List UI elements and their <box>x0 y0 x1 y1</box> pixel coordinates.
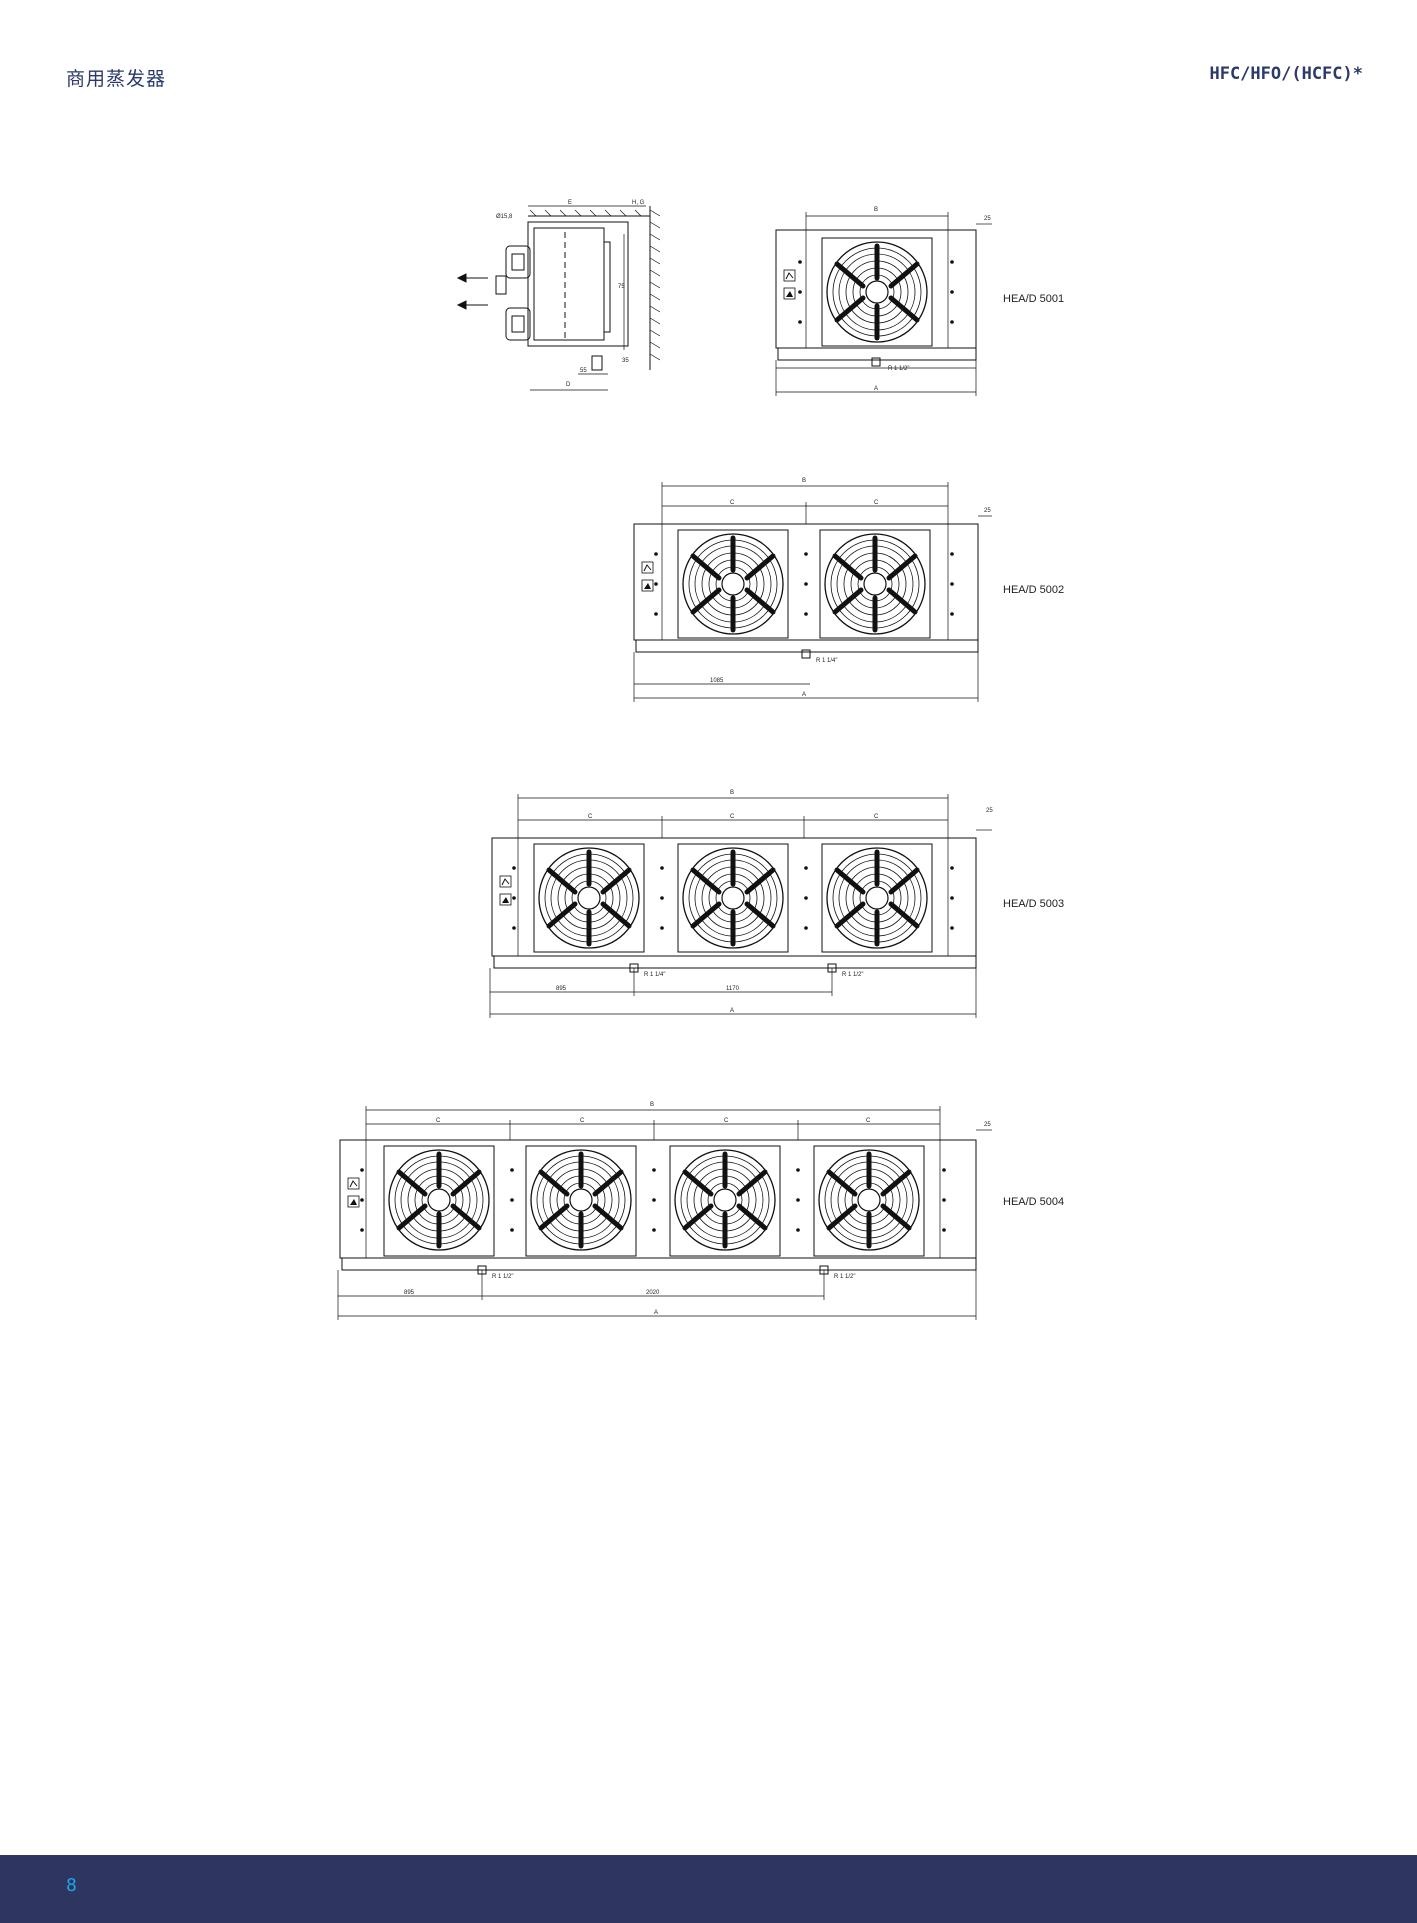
connection-5002: R 1 1/4" <box>816 658 837 664</box>
dim-c-5004b: C <box>580 1118 585 1124</box>
dim-c-5004d: C <box>866 1118 871 1124</box>
model-label-5004: HEA/D 5004 <box>1003 1196 1064 1208</box>
dim-d: D <box>566 382 571 388</box>
dim-c-5003a: C <box>588 814 593 820</box>
front-view-5002 <box>633 482 992 702</box>
front-view-5003 <box>489 794 992 1018</box>
dim-c-5004a: C <box>436 1118 441 1124</box>
model-label-5001: HEA/D 5001 <box>1003 293 1064 305</box>
dim-offset-5004: 895 <box>404 1290 415 1296</box>
dim-c-5003b: C <box>730 814 735 820</box>
dim-offset-5002: 1085 <box>710 678 724 684</box>
dim-75: 75 <box>618 284 625 290</box>
model-label-5003: HEA/D 5003 <box>1003 898 1064 910</box>
dim-c-5004c: C <box>724 1118 729 1124</box>
dim-h-g: H, G <box>632 200 645 206</box>
dim-a-5003: A <box>730 1008 734 1014</box>
dim-35: 35 <box>622 358 629 364</box>
connection-5003b: R 1 1/2" <box>842 972 863 978</box>
dim-25-5002: 25 <box>984 508 991 514</box>
dim-c-5003c: C <box>874 814 879 820</box>
dim-spacing-5003: 1170 <box>726 986 740 992</box>
connection-5004b: R 1 1/2" <box>834 1274 855 1280</box>
dim-a-5002: A <box>802 692 806 698</box>
page-number: 8 <box>66 1875 77 1896</box>
connection-5003a: R 1 1/4" <box>644 972 665 978</box>
side-view-5001 <box>456 205 661 391</box>
dim-b-5003: B <box>730 790 734 796</box>
dim-b-5002: B <box>802 478 806 484</box>
dim-spacing-5004: 2020 <box>646 1290 660 1296</box>
connection-5004a: R 1 1/2" <box>492 1274 513 1280</box>
section-title: 商用蒸发器 <box>66 68 167 90</box>
dim-a-5004: A <box>654 1310 658 1316</box>
front-view-5001 <box>775 212 992 396</box>
dim-b-5001: B <box>874 207 878 213</box>
dim-offset-5003: 895 <box>556 986 567 992</box>
dim-e: E <box>568 200 572 206</box>
refrigerant-label: HFC/HFO/(HCFC)* <box>1209 64 1363 84</box>
dim-b-5004: B <box>650 1102 654 1108</box>
dim-25-5001: 25 <box>984 216 991 222</box>
connection-5001: R 1 1/2" <box>888 366 909 372</box>
dim-g: Ø15,8 <box>496 214 513 220</box>
dim-c-5002a: C <box>730 500 735 506</box>
footer-bar: 8 <box>0 1855 1417 1923</box>
front-view-5004 <box>337 1106 992 1320</box>
dim-55: 55 <box>580 368 587 374</box>
dim-a-5001: A <box>874 386 878 392</box>
model-label-5002: HEA/D 5002 <box>1003 584 1064 596</box>
dim-25-5004: 25 <box>984 1122 991 1128</box>
dim-c-5002b: C <box>874 500 879 506</box>
dim-25-5003: 25 <box>986 808 993 814</box>
